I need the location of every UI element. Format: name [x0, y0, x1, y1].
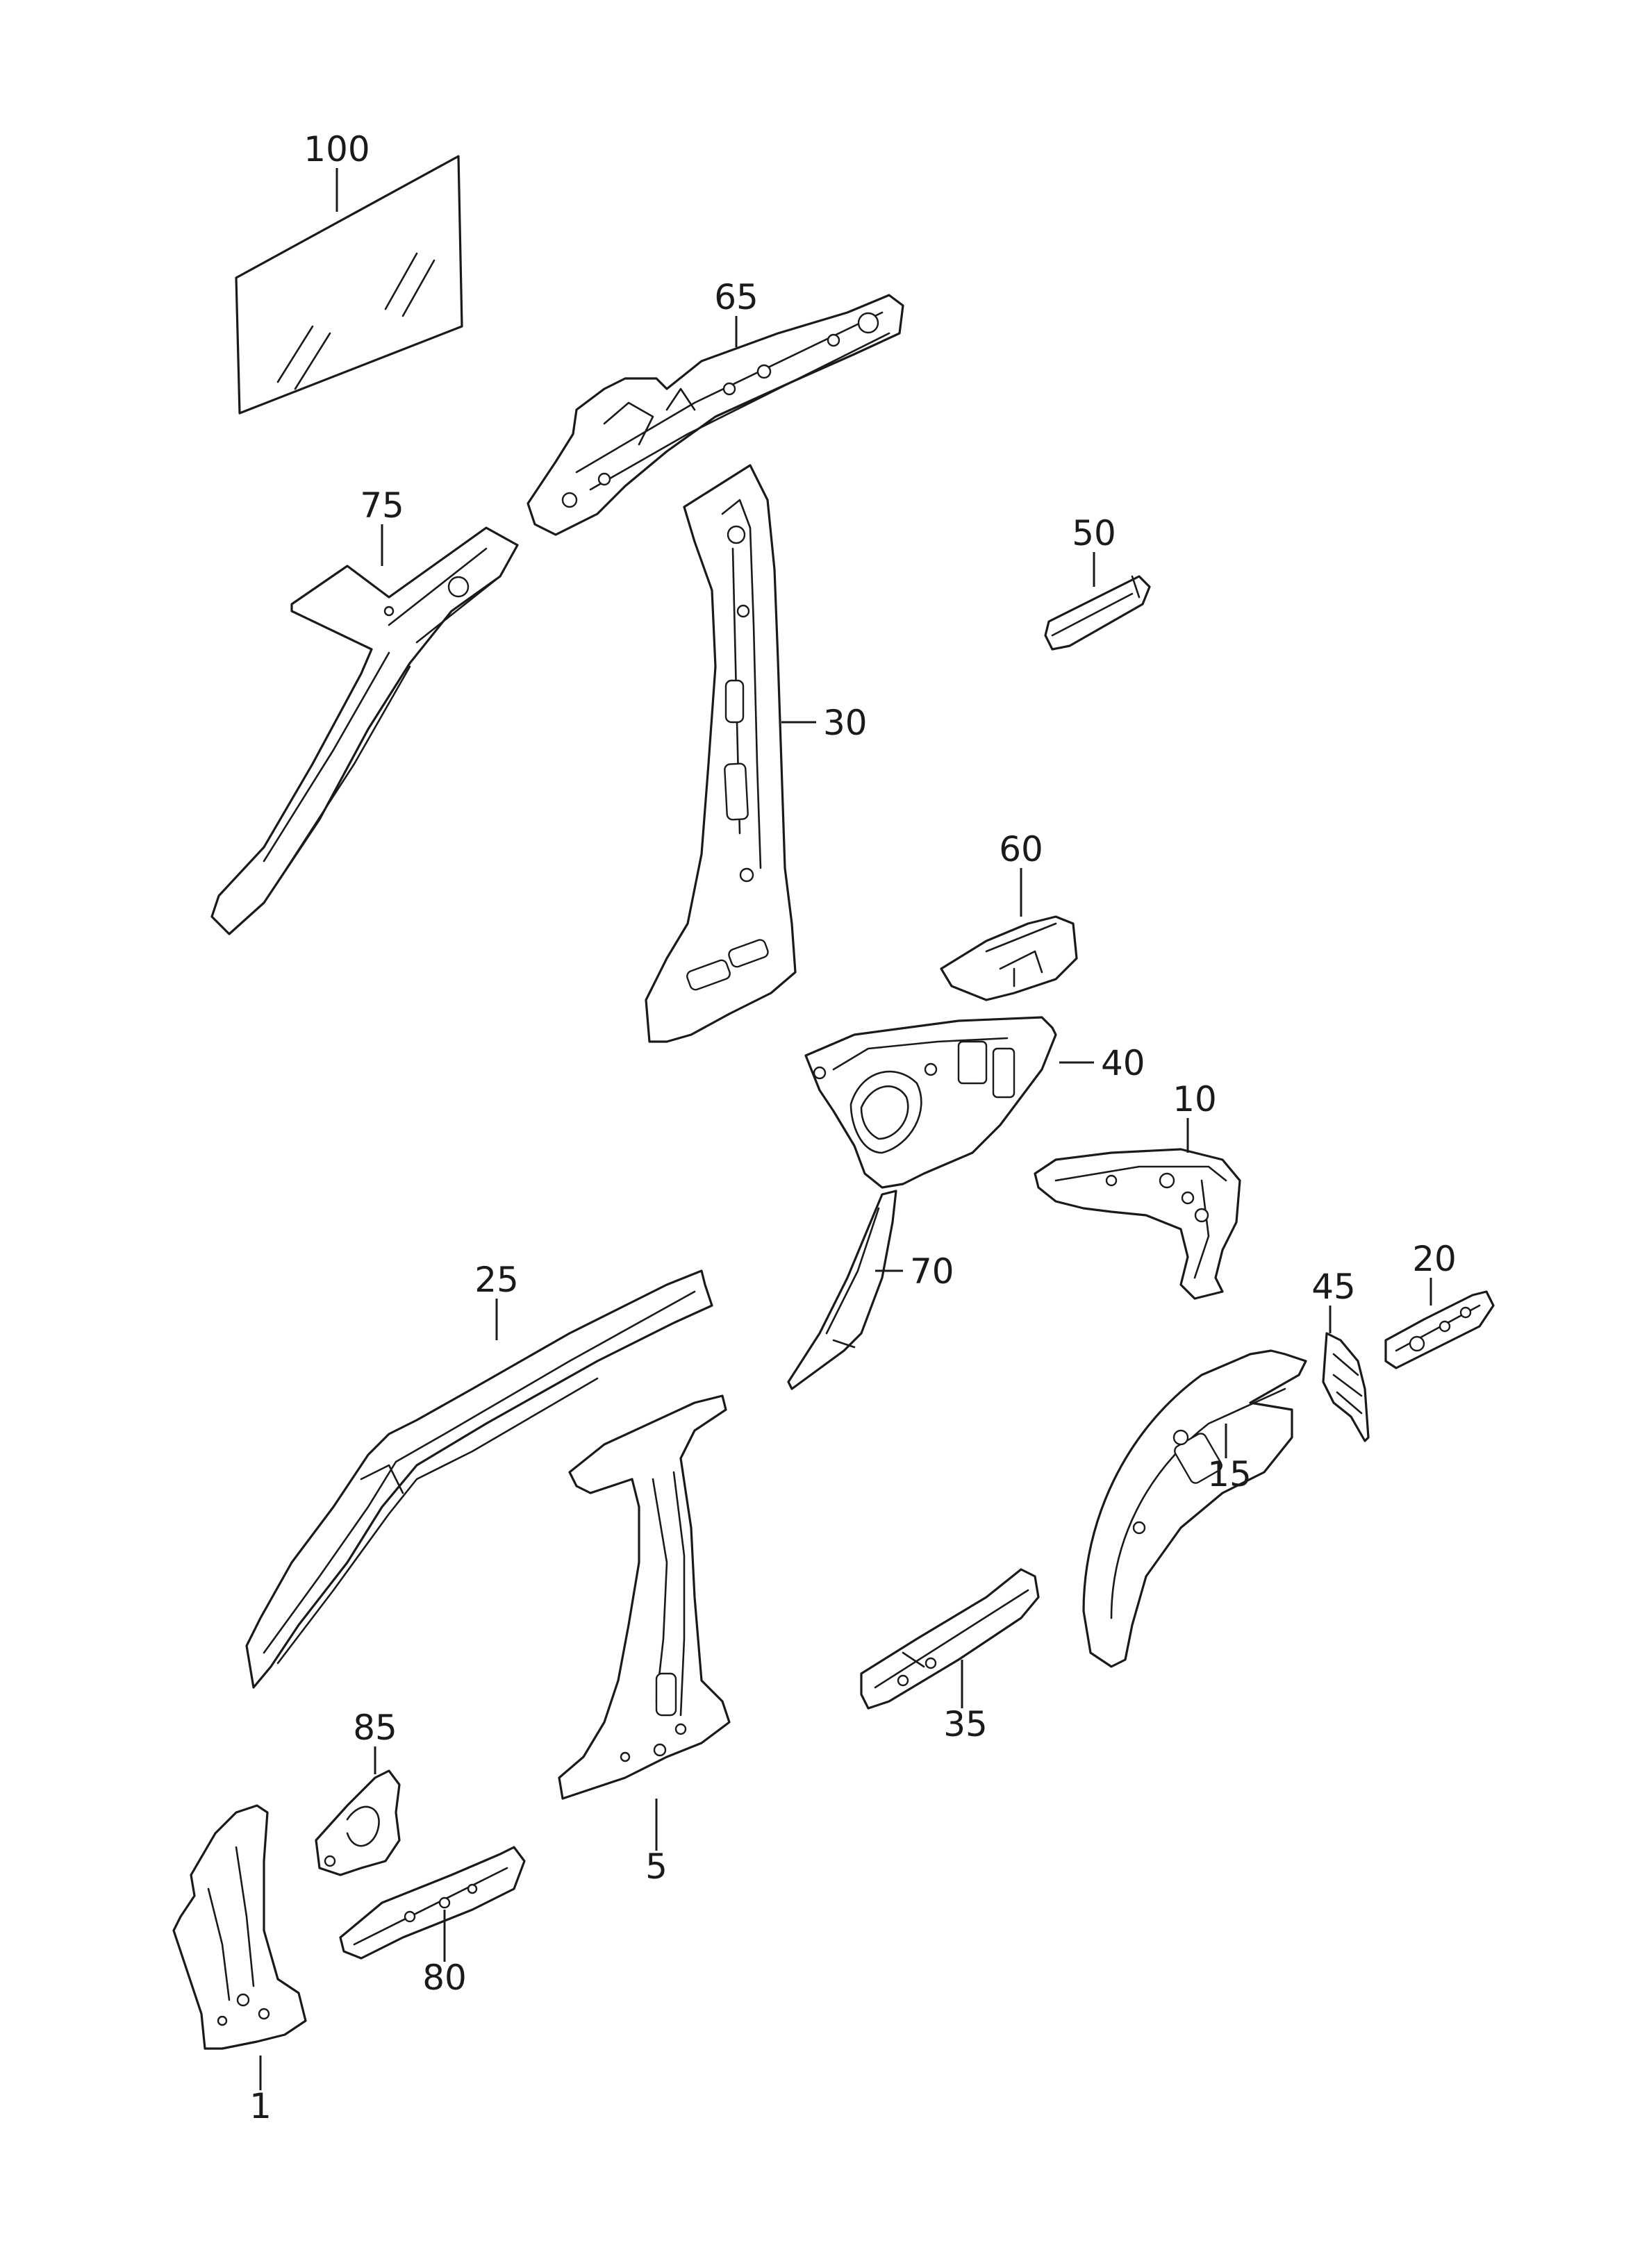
part-60-gusset[interactable]	[940, 915, 1078, 1001]
callout-5: 5	[645, 1846, 668, 1887]
part-1-a-pillar-lower[interactable]	[172, 1804, 307, 2050]
part-20-plate[interactable]	[1384, 1290, 1495, 1369]
callout-80: 80	[422, 1958, 467, 1998]
part-40-quarter-inner[interactable]	[804, 1016, 1057, 1189]
callout-35: 35	[943, 1704, 988, 1744]
part-45-curved-plate[interactable]	[1322, 1332, 1370, 1442]
callout-30: 30	[823, 703, 868, 743]
part-50-bracket[interactable]	[1044, 575, 1151, 651]
callout-15: 15	[1207, 1454, 1252, 1494]
part-85-bracket[interactable]	[315, 1769, 401, 1876]
callout-65: 65	[714, 277, 759, 317]
part-25-roof-side-rail[interactable]	[245, 1269, 713, 1689]
callout-85: 85	[353, 1708, 397, 1748]
part-35-sill-reinforcement[interactable]	[860, 1568, 1040, 1710]
part-80-sill-plate[interactable]	[339, 1846, 526, 1960]
callout-75: 75	[360, 485, 404, 526]
part-100-window-glass[interactable]	[235, 155, 463, 415]
part-10-wheel-arch-top[interactable]	[1034, 1148, 1241, 1300]
callout-10: 10	[1172, 1079, 1217, 1119]
part-75-a-pillar-rail[interactable]	[210, 526, 519, 935]
callout-40: 40	[1101, 1043, 1145, 1083]
callout-50: 50	[1072, 513, 1116, 553]
callout-20: 20	[1412, 1239, 1457, 1279]
callout-100: 100	[304, 129, 370, 169]
callout-labels: 100 65 75 50 30 60 40 10 70 25 20 45 15 …	[249, 129, 1457, 2126]
part-30-b-pillar-inner[interactable]	[645, 464, 797, 1043]
callout-25: 25	[474, 1260, 519, 1300]
leader-lines	[259, 168, 1432, 2090]
callout-70: 70	[910, 1251, 954, 1292]
callout-45: 45	[1311, 1267, 1356, 1307]
part-15-wheel-arch[interactable]	[1082, 1349, 1307, 1668]
callout-1: 1	[249, 2086, 272, 2126]
part-65-roof-rail[interactable]	[527, 294, 904, 536]
part-70-filler[interactable]	[787, 1190, 897, 1390]
callout-60: 60	[999, 829, 1043, 869]
part-5-b-pillar-outer[interactable]	[558, 1394, 731, 1800]
